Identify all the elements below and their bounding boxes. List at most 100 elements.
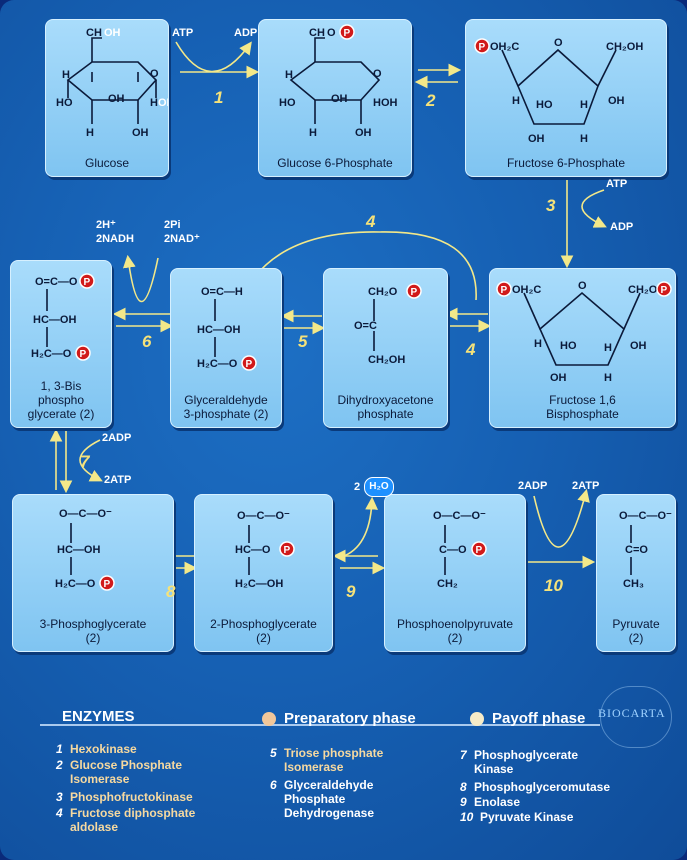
svg-text:OH₂C: OH₂C bbox=[512, 284, 541, 296]
enzyme-item-6: 6 Glyceraldehyde Phosphate Dehydrogenase bbox=[270, 778, 374, 820]
svg-text:OH: OH bbox=[528, 133, 545, 145]
biocarta-globe-icon bbox=[600, 686, 672, 748]
glyceraldehyde3p-box: O=C—H HC—OH H₂C—O P Glyceraldehyde 3-pho… bbox=[170, 268, 282, 428]
enzyme-name: Fructose diphosphate aldolase bbox=[70, 806, 196, 834]
svg-text:OH: OH bbox=[355, 127, 372, 139]
pyruvate-box: O—C—O⁻ C=O CH₃ Pyruvate (2) bbox=[596, 494, 676, 652]
svg-text:P: P bbox=[246, 359, 253, 370]
svg-text:CH₂OH: CH₂OH bbox=[368, 354, 405, 366]
svg-text:H: H bbox=[62, 69, 70, 81]
dihydroxyacetone-structure: CH₂O P O=C CH₂OH bbox=[354, 283, 422, 366]
svg-text:OH: OH bbox=[550, 372, 567, 384]
step-number-4-upper: 4 bbox=[366, 212, 376, 231]
enzyme-number: 1 bbox=[56, 742, 63, 756]
svg-text:OH: OH bbox=[630, 340, 647, 352]
phosphoglycerate3-caption: 3-Phosphoglycerate (2) bbox=[39, 617, 147, 645]
svg-text:H: H bbox=[604, 372, 612, 384]
bisphosphoglycerate-structure: O=C—O P HC—OH H₂C—O P bbox=[31, 273, 95, 361]
enzyme-number: 7 bbox=[460, 748, 467, 762]
glyceraldehyde3p-structure: O=C—H HC—OH H₂C—O P bbox=[197, 286, 257, 371]
pep-box: O—C—O⁻ C—O P CH₂ Phosphoenolpyruvate (2) bbox=[384, 494, 526, 652]
enzyme-number: 6 bbox=[270, 778, 277, 792]
enzyme-name: Phosphoglycerate Kinase bbox=[474, 748, 579, 776]
svg-text:CH: CH bbox=[86, 27, 102, 39]
step-number-8: 8 bbox=[166, 582, 176, 601]
payoff-phase-dot bbox=[470, 712, 484, 726]
svg-text:H₂C—O: H₂C—O bbox=[31, 348, 72, 360]
enzymes-heading: ENZYMES bbox=[62, 708, 135, 725]
step-number-2: 2 bbox=[426, 91, 436, 110]
step-number-5: 5 bbox=[298, 332, 308, 351]
enzyme-number: 10 bbox=[460, 810, 474, 824]
nad-label: 2Pi 2NAD⁺ bbox=[164, 219, 200, 245]
svg-text:CH₂OH: CH₂OH bbox=[606, 41, 643, 53]
bisphosphoglycerate-caption: 1, 3-Bis phospho glycerate (2) bbox=[27, 379, 95, 421]
step-number-4-lower: 4 bbox=[466, 340, 476, 359]
svg-text:OH: OH bbox=[331, 93, 348, 105]
phosphoglycerate2-box: O—C—O⁻ HC—O P H₂C—OH 2-Phosphoglycerate … bbox=[194, 494, 333, 652]
pep-caption: Phosphoenolpyruvate (2) bbox=[396, 617, 514, 645]
step-number-7: 7 bbox=[80, 452, 90, 471]
svg-text:HO: HO bbox=[560, 340, 577, 352]
svg-text:P: P bbox=[661, 285, 668, 296]
svg-text:HO: HO bbox=[279, 97, 296, 109]
step-number-3: 3 bbox=[546, 196, 556, 215]
step-number-6: 6 bbox=[142, 332, 152, 351]
adp-label-step1: ADP bbox=[234, 27, 258, 39]
svg-text:OH: OH bbox=[608, 95, 625, 107]
water-molecule-badge: H₂O bbox=[364, 477, 394, 497]
adp-label-step10: 2ADP bbox=[518, 480, 548, 492]
svg-text:OH: OH bbox=[108, 93, 125, 105]
pyruvate-caption: Pyruvate (2) bbox=[612, 617, 660, 645]
phosphoglycerate2-caption: 2-Phosphoglycerate (2) bbox=[210, 617, 317, 645]
preparatory-phase-dot bbox=[262, 712, 276, 726]
enzyme-legend: ENZYMES Preparatory phase Payoff phase B… bbox=[0, 686, 687, 860]
svg-text:O: O bbox=[373, 68, 382, 80]
svg-text:HO: HO bbox=[56, 97, 73, 109]
svg-text:CH₂: CH₂ bbox=[437, 578, 458, 590]
enzyme-name: Hexokinase bbox=[70, 742, 137, 756]
svg-text:C—O: C—O bbox=[439, 544, 467, 556]
glucose-caption: Glucose bbox=[84, 156, 130, 170]
svg-text:OH: OH bbox=[132, 127, 149, 139]
svg-text:O: O bbox=[150, 68, 159, 80]
nadh-label: 2H⁺ 2NADH bbox=[96, 219, 134, 245]
atp-label-step1: ATP bbox=[172, 27, 194, 39]
svg-text:O=C—H: O=C—H bbox=[201, 286, 243, 298]
enzyme-item-7: 7 Phosphoglycerate Kinase bbox=[460, 748, 578, 776]
enzyme-number: 9 bbox=[460, 795, 467, 809]
svg-text:H: H bbox=[534, 338, 542, 350]
enzyme-item-1: 1 Hexokinase bbox=[56, 742, 137, 756]
svg-text:H: H bbox=[512, 95, 520, 107]
svg-text:CH: CH bbox=[309, 27, 325, 39]
svg-text:P: P bbox=[411, 287, 418, 298]
svg-text:H₂C—O: H₂C—O bbox=[197, 358, 238, 370]
enzyme-number: 8 bbox=[460, 780, 467, 794]
svg-text:HC—O: HC—O bbox=[235, 544, 271, 556]
atp-label-step7: 2ATP bbox=[104, 474, 132, 486]
svg-text:P: P bbox=[104, 579, 111, 590]
svg-text:H: H bbox=[150, 97, 158, 109]
svg-text:H: H bbox=[580, 99, 588, 111]
enzyme-number: 4 bbox=[56, 806, 63, 820]
enzyme-name: Glyceraldehyde Phosphate Dehydrogenase bbox=[284, 778, 375, 820]
phosphoglycerate3-structure: O—C—O⁻ HC—OH H₂C—O P bbox=[55, 508, 115, 591]
atp-label-step10: 2ATP bbox=[572, 480, 600, 492]
svg-text:H: H bbox=[580, 133, 588, 145]
payoff-phase-label: Payoff phase bbox=[492, 710, 586, 727]
step-number-9: 9 bbox=[346, 582, 356, 601]
enzyme-name: Glucose Phosphate Isomerase bbox=[70, 758, 183, 786]
svg-text:O: O bbox=[554, 37, 563, 49]
step-number-10: 10 bbox=[544, 576, 563, 595]
pyruvate-structure: O—C—O⁻ C=O CH₃ bbox=[619, 510, 672, 590]
biocarta-logo: BIOCARTA bbox=[598, 706, 666, 720]
atp-label-step3: ATP bbox=[606, 178, 628, 190]
svg-text:OH: OH bbox=[158, 97, 168, 109]
water-count-label: 2 bbox=[354, 481, 361, 493]
